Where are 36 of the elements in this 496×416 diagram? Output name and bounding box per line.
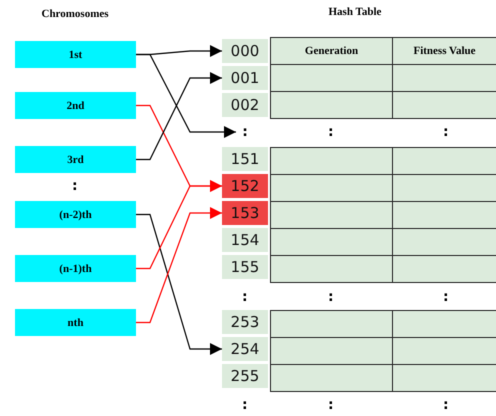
section-heading: Chromosomes: [42, 8, 109, 20]
arrow: [136, 54, 236, 138]
index-cell: 154: [222, 228, 268, 252]
chromosome-box: (n-1)th: [15, 255, 136, 282]
ellipsis-dots: :: [328, 124, 334, 140]
index-cell: 253: [222, 310, 268, 334]
ellipsis-dots: :: [443, 397, 449, 413]
ellipsis-dots: :: [328, 289, 334, 305]
index-cell: 155: [222, 255, 268, 279]
chromosome-box: 3rd: [15, 146, 136, 173]
arrow: [136, 207, 222, 324]
index-cell: 255: [222, 364, 268, 388]
arrow: [136, 72, 222, 160]
ellipsis-dots: :: [443, 289, 449, 305]
arrow: [136, 214, 222, 355]
arrow: [136, 180, 222, 270]
column-header: Fitness Value: [392, 37, 496, 65]
ellipsis-dots: :: [328, 397, 334, 413]
index-cell: 151: [222, 147, 268, 171]
chromosome-box: 2nd: [15, 92, 136, 119]
ellipsis-dots: :: [236, 122, 254, 142]
section-heading: Hash Table: [328, 6, 382, 18]
ellipsis-dots: :: [242, 289, 248, 305]
index-cell: 001: [222, 66, 268, 90]
ellipsis-dots: :: [443, 124, 449, 140]
index-cell: 000: [222, 39, 268, 63]
ellipsis-dots: :: [72, 178, 78, 194]
chromosome-box: (n-2)th: [15, 201, 136, 228]
index-cell: 254: [222, 337, 268, 361]
chromosome-box: nth: [15, 309, 136, 336]
ellipsis-dots: :: [242, 397, 248, 413]
column-header: Generation: [270, 37, 393, 65]
index-cell: 153: [222, 201, 268, 225]
chromosome-box: 1st: [15, 41, 136, 68]
index-cell: 152: [222, 174, 268, 198]
index-cell: 002: [222, 93, 268, 117]
